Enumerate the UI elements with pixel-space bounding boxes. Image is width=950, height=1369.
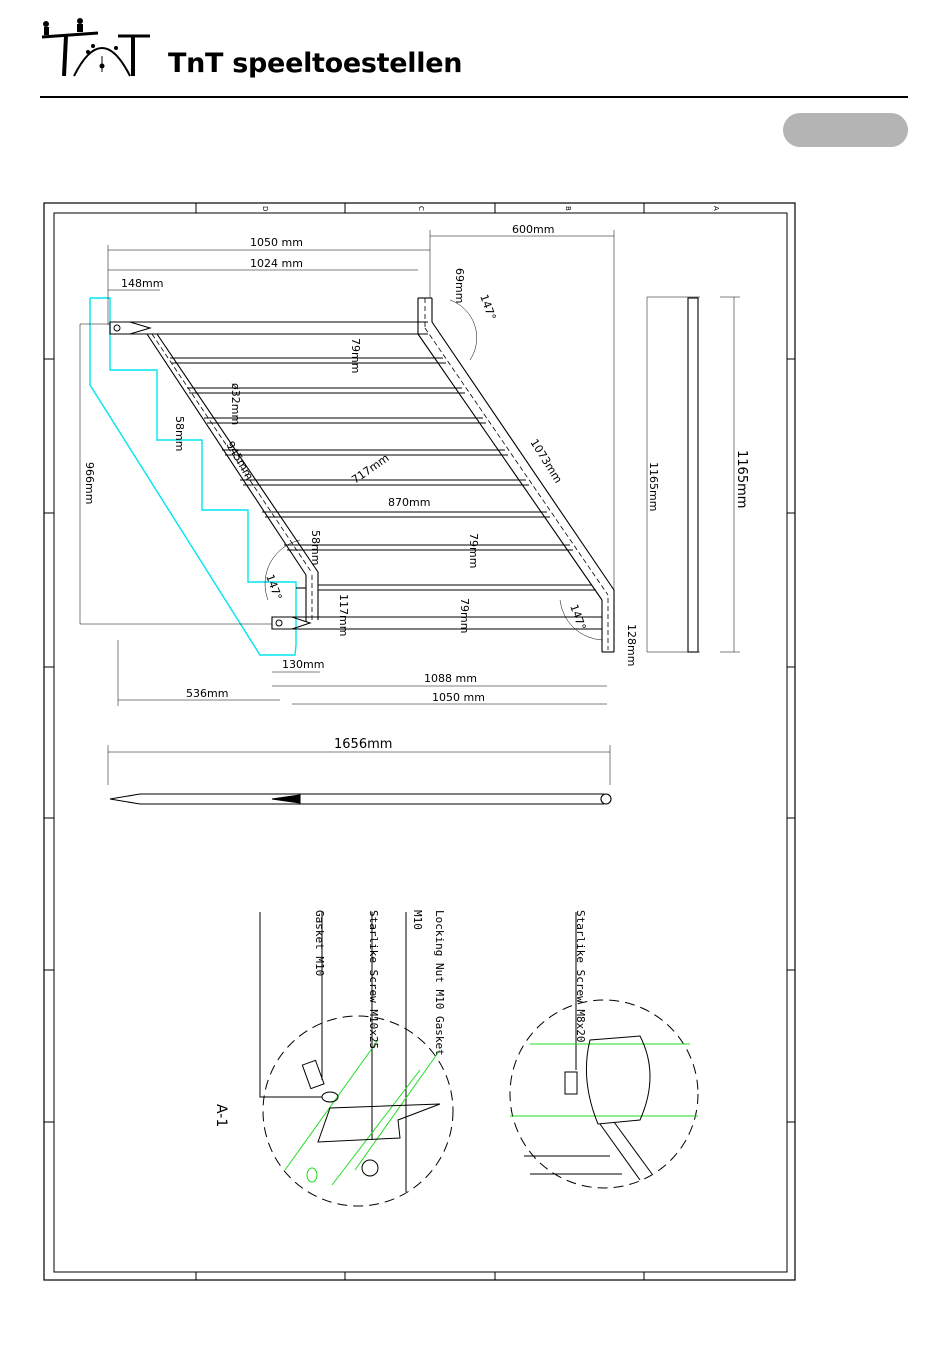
callout-gasket: Gasket M10 [313, 910, 326, 976]
zone-letter-a: A [712, 206, 720, 211]
drawing-frame-outer [44, 203, 795, 1280]
zone-letter-b: B [564, 206, 572, 211]
dim-tube-length: 1656mm [334, 737, 392, 752]
dim-height-side: 1165mm [734, 450, 749, 508]
dim-post-low: 117mm [337, 594, 350, 636]
stair-outline [90, 298, 296, 655]
dim-post-top: 69mm [453, 268, 466, 303]
dim-top-right-offset: 600mm [512, 223, 554, 236]
tube-side-view [110, 794, 611, 804]
dim-spacing-low: 79mm [458, 598, 471, 633]
detail-a1 [260, 912, 453, 1206]
callout-nut-line2: M10 [411, 910, 424, 930]
dim-foot-left: 130mm [282, 658, 324, 671]
dim-rail-diag-left: 945mm [223, 439, 255, 482]
dim-spacing-top: 79mm [349, 338, 362, 373]
dim-foot-right: 128mm [625, 624, 638, 666]
dim-stair-height: 966mm [83, 462, 96, 504]
dim-gap-left: 58mm [173, 416, 186, 451]
side-post [688, 298, 698, 652]
dim-rail-diag-right: 1073mm [527, 437, 564, 486]
callout-screw-a1: Starlike Screw M10x25 [367, 910, 380, 1049]
dim-bottom-run: 1088 mm [424, 672, 477, 685]
dim-top-width-total: 1050 mm [250, 236, 303, 249]
dim-spacing-mid: 79mm [467, 533, 480, 568]
zone-letter-d: D [261, 206, 269, 211]
dim-gap-lower: 58mm [309, 530, 322, 565]
detail-a1-label: A-1 [213, 1104, 229, 1127]
callout-nut-line1: Locking Nut M10 Gasket [433, 910, 446, 1056]
dim-height-inner: 1165mm [647, 462, 660, 511]
dim-top-width-inner: 1024 mm [250, 257, 303, 270]
detail-b [510, 912, 698, 1188]
dim-angle-top: 147° [477, 293, 498, 322]
dim-left-stub: 148mm [121, 277, 163, 290]
dim-tube-diameter: ø32mm [229, 383, 242, 425]
zone-letter-c: C [417, 206, 425, 211]
dim-angle-left: 147° [263, 573, 284, 602]
dim-bottom-offset: 536mm [186, 687, 228, 700]
dim-inner-diag: 717mm [349, 451, 391, 486]
dim-rung-width: 870mm [388, 496, 430, 509]
dim-bottom-width: 1050 mm [432, 691, 485, 704]
drawing-frame-inner [54, 213, 787, 1272]
